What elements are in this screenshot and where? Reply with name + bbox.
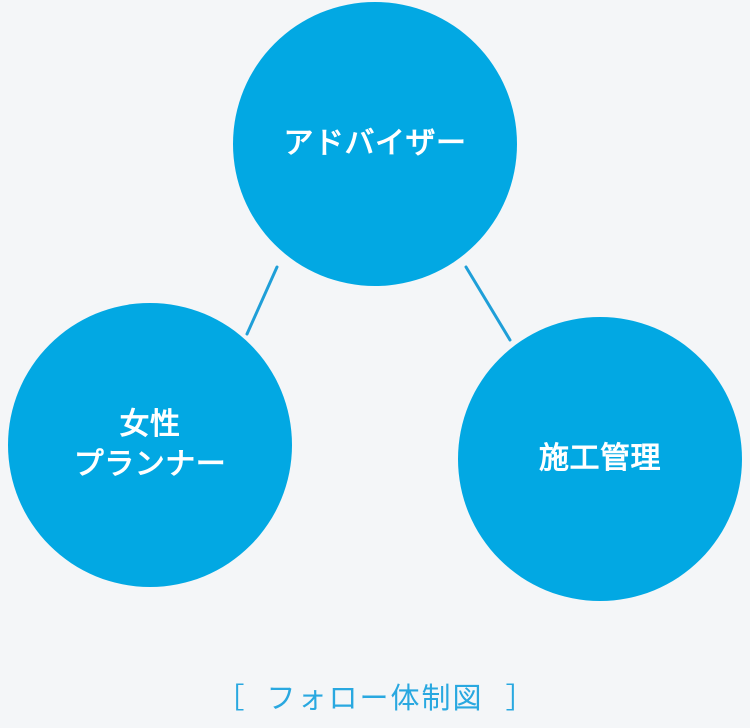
caption-label: フォロー体制図 [266,682,484,715]
caption-open-bracket: ［ [215,682,245,715]
diagram-caption: ［ フォロー体制図 ］ [0,676,750,722]
node-planner-label: 女性 プランナー [73,408,227,481]
connector-advisor-to-planner [245,265,279,336]
node-construction-label: 施工管理 [539,442,661,476]
connector-advisor-to-construction [464,265,512,342]
node-construction[interactable]: 施工管理 [458,317,742,601]
node-advisor[interactable]: アドバイザー [233,2,517,286]
node-advisor-label: アドバイザー [283,127,467,161]
node-planner[interactable]: 女性 プランナー [8,303,292,587]
caption-close-bracket: ］ [505,682,535,715]
